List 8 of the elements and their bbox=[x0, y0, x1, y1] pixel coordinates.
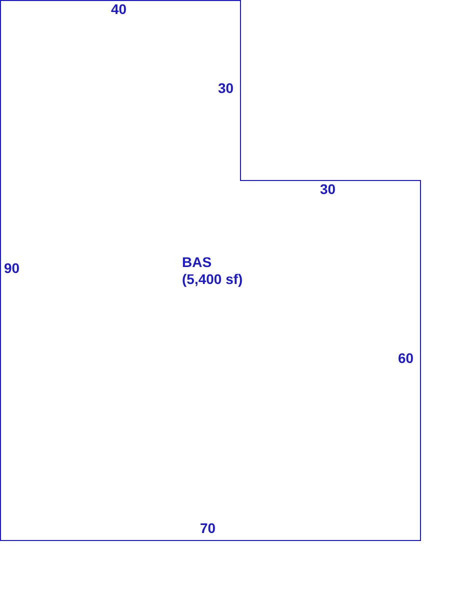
dimension-label: 70 bbox=[200, 520, 216, 537]
area-size-label: (5,400 sf) bbox=[182, 271, 243, 288]
area-code-label: BAS bbox=[182, 254, 212, 271]
dimension-label: 30 bbox=[320, 181, 336, 198]
dimension-label: 60 bbox=[398, 350, 414, 367]
dimension-label: 90 bbox=[4, 260, 20, 277]
dimension-label: 30 bbox=[218, 80, 234, 97]
dimension-label: 40 bbox=[111, 1, 127, 18]
